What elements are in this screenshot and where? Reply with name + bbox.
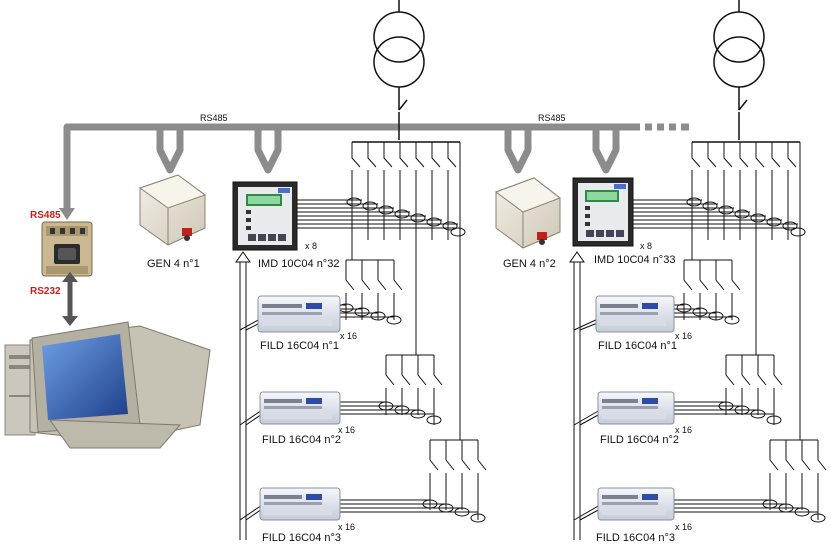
converter-to-pc-cable [62,272,78,326]
transformer-1 [373,0,425,140]
imd-label-33: IMD 10C04 n°33 [594,254,676,266]
fild-mult-s1-3: x 16 [338,522,356,532]
gen-label-1: GEN 4 n°1 [147,258,200,270]
transformer-2 [713,0,765,140]
fild-device-s1-1 [257,295,341,333]
fild-device-s1-2 [259,391,341,425]
fild-mult-s1-2: x 16 [338,425,356,435]
fild-mult-s1-1: x 16 [340,331,358,341]
imd-mult-32: x 8 [305,241,318,251]
system-1-network [239,141,487,540]
bus-label-right: RS485 [538,113,566,123]
imd-label-32: IMD 10C04 n°32 [258,258,340,270]
fild-label-s2-1: FILD 16C04 n°1 [598,340,677,352]
bus-continuation: - - - - [644,118,690,130]
converter-bottom-label: RS232 [30,286,61,297]
rs485-bus [63,123,640,208]
fild-mult-s2-2: x 16 [675,425,693,435]
fild-label-s1-3: FILD 16C04 n°3 [262,532,341,544]
system-1-sub-1 [338,240,403,325]
system-2-main-feeders [691,142,801,440]
system-2-sub-1 [672,240,741,325]
imd-device-32 [232,181,298,251]
fild-label-s1-2: FILD 16C04 n°2 [262,434,341,446]
system-1-sub-2 [338,240,443,425]
system-1-return-arrow [235,251,251,263]
system-1-imd-lines [295,197,466,237]
fild-device-s2-2 [597,391,675,425]
rs485-rs232-converter [41,221,93,277]
system-2-sub-2 [674,240,783,425]
system-2-return-arrow [569,251,585,263]
fild-label-s2-2: FILD 16C04 n°2 [600,434,679,446]
system-2-sub-3 [674,439,827,523]
fild-label-s1-1: FILD 16C04 n°1 [260,340,339,352]
gen-4-device-2 [494,177,562,249]
fild-device-s2-3 [597,487,675,521]
bus-arrow-head [59,208,75,220]
gen-4-device-1 [138,174,207,246]
fild-mult-s2-3: x 16 [675,522,693,532]
system-2-imd-lines [633,197,806,237]
fild-mult-s2-1: x 16 [675,331,693,341]
system-1-return-lines [239,262,263,540]
system-2-network [573,141,827,540]
computer-monitor [4,321,211,449]
fild-device-s1-3 [259,487,341,521]
bus-label-left: RS485 [200,113,228,123]
fild-label-s2-3: FILD 16C04 n°3 [596,532,675,544]
converter-top-label: RS485 [30,210,61,221]
system-1-main-feeders [351,142,461,440]
system-1-sub-3 [338,439,487,523]
gen-label-2: GEN 4 n°2 [503,258,556,270]
fild-device-s2-1 [595,295,675,333]
imd-device-33 [572,177,634,247]
imd-mult-33: x 8 [640,241,653,251]
